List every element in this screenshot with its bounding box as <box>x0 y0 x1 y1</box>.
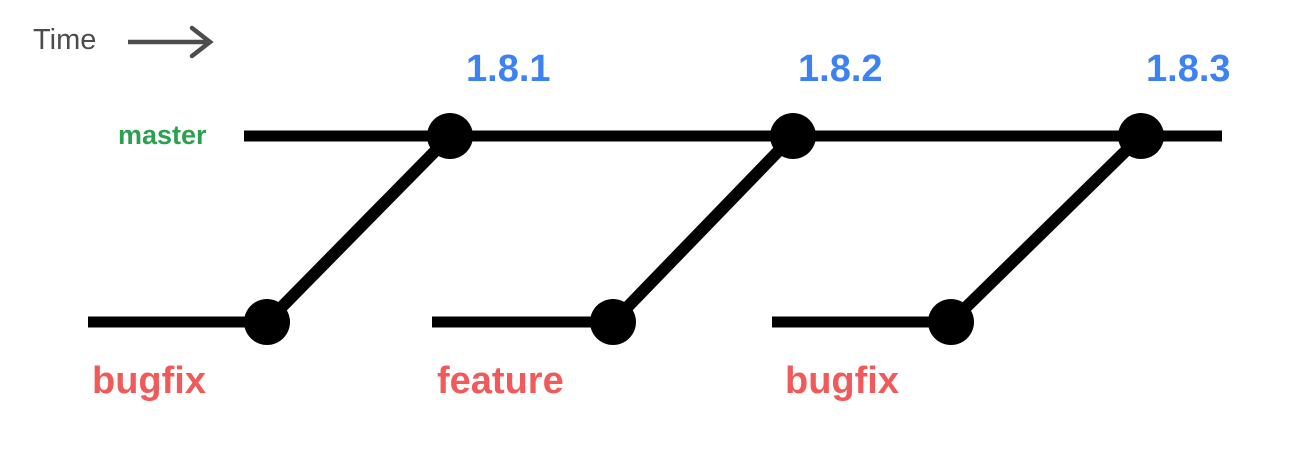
merge-line-bugfix-1-to-181 <box>262 131 455 327</box>
merge-line-bugfix-2-to-183 <box>946 131 1146 327</box>
commit-node-master-183[interactable] <box>1118 113 1164 159</box>
branch-label-master: master <box>118 120 207 150</box>
time-axis-label: Time <box>33 24 97 56</box>
commit-node-feature[interactable] <box>590 299 636 345</box>
commit-node-master-182[interactable] <box>770 113 816 159</box>
branch-label-feature: feature <box>437 360 564 402</box>
tag-label-183: 1.8.3 <box>1146 48 1231 90</box>
tag-label-181: 1.8.1 <box>466 48 551 90</box>
tag-label-182: 1.8.2 <box>798 48 883 90</box>
merge-line-feature-to-182 <box>608 131 798 327</box>
commit-node-bugfix-1[interactable] <box>244 299 290 345</box>
branch-label-bugfix-1: bugfix <box>92 360 206 402</box>
commit-node-master-181[interactable] <box>427 113 473 159</box>
branch-label-bugfix-2: bugfix <box>785 360 899 402</box>
time-arrow-icon <box>128 25 214 59</box>
commit-node-bugfix-2[interactable] <box>928 299 974 345</box>
